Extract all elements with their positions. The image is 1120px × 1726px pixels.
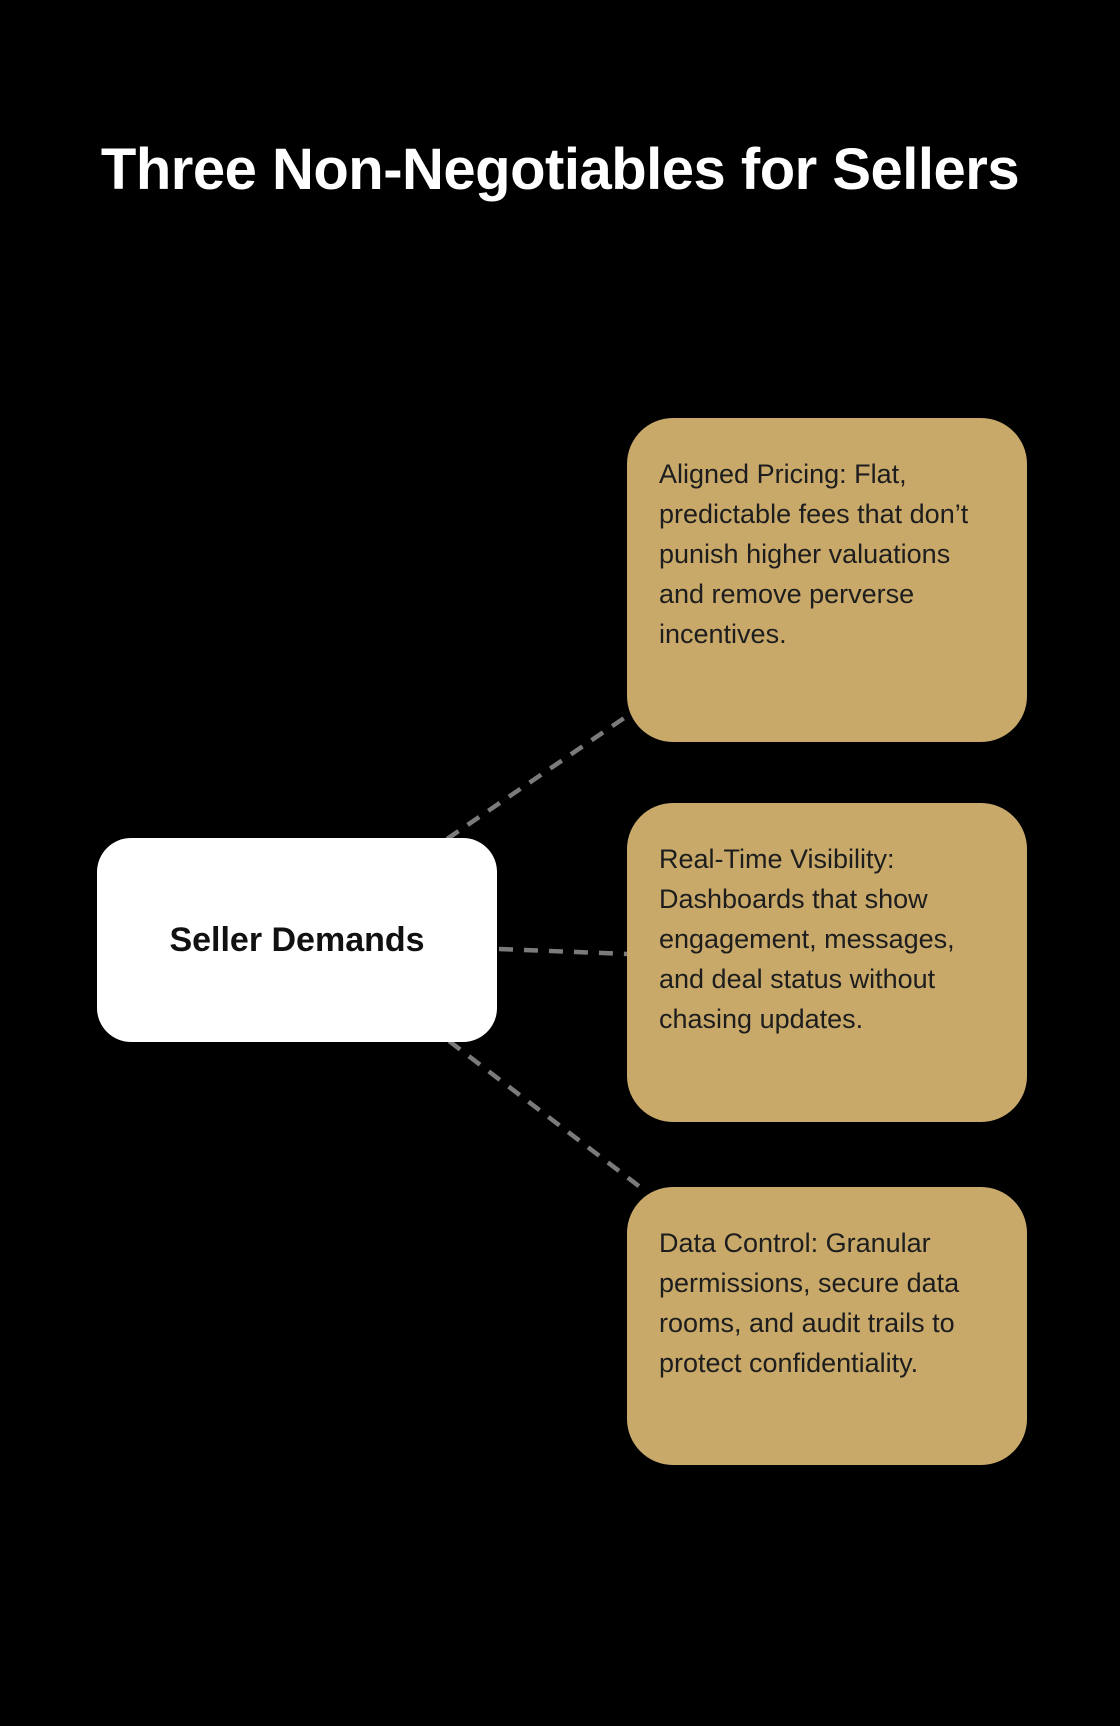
connector-line-top bbox=[445, 712, 632, 841]
root-node-label: Seller Demands bbox=[169, 920, 425, 959]
root-node-seller-demands: Seller Demands bbox=[97, 838, 497, 1042]
branch-node-text: Data Control: Granular permissions, secu… bbox=[659, 1228, 960, 1378]
branch-node-text: Real-Time Visibility: Dashboards that sh… bbox=[659, 844, 955, 1034]
page-title-text: Three Non-Negotiables for Sellers bbox=[100, 136, 1020, 202]
branch-node-real-time-visibility: Real-Time Visibility: Dashboards that sh… bbox=[627, 803, 1027, 1122]
branch-node-text: Aligned Pricing: Flat, predictable fees … bbox=[659, 459, 969, 649]
branch-node-data-control: Data Control: Granular permissions, secu… bbox=[627, 1187, 1027, 1465]
connector-line-bottom bbox=[447, 1039, 646, 1192]
branch-node-aligned-pricing: Aligned Pricing: Flat, predictable fees … bbox=[627, 418, 1027, 742]
page-title: Three Non-Negotiables for Sellers bbox=[0, 131, 1120, 208]
connector-line-middle bbox=[498, 946, 629, 957]
